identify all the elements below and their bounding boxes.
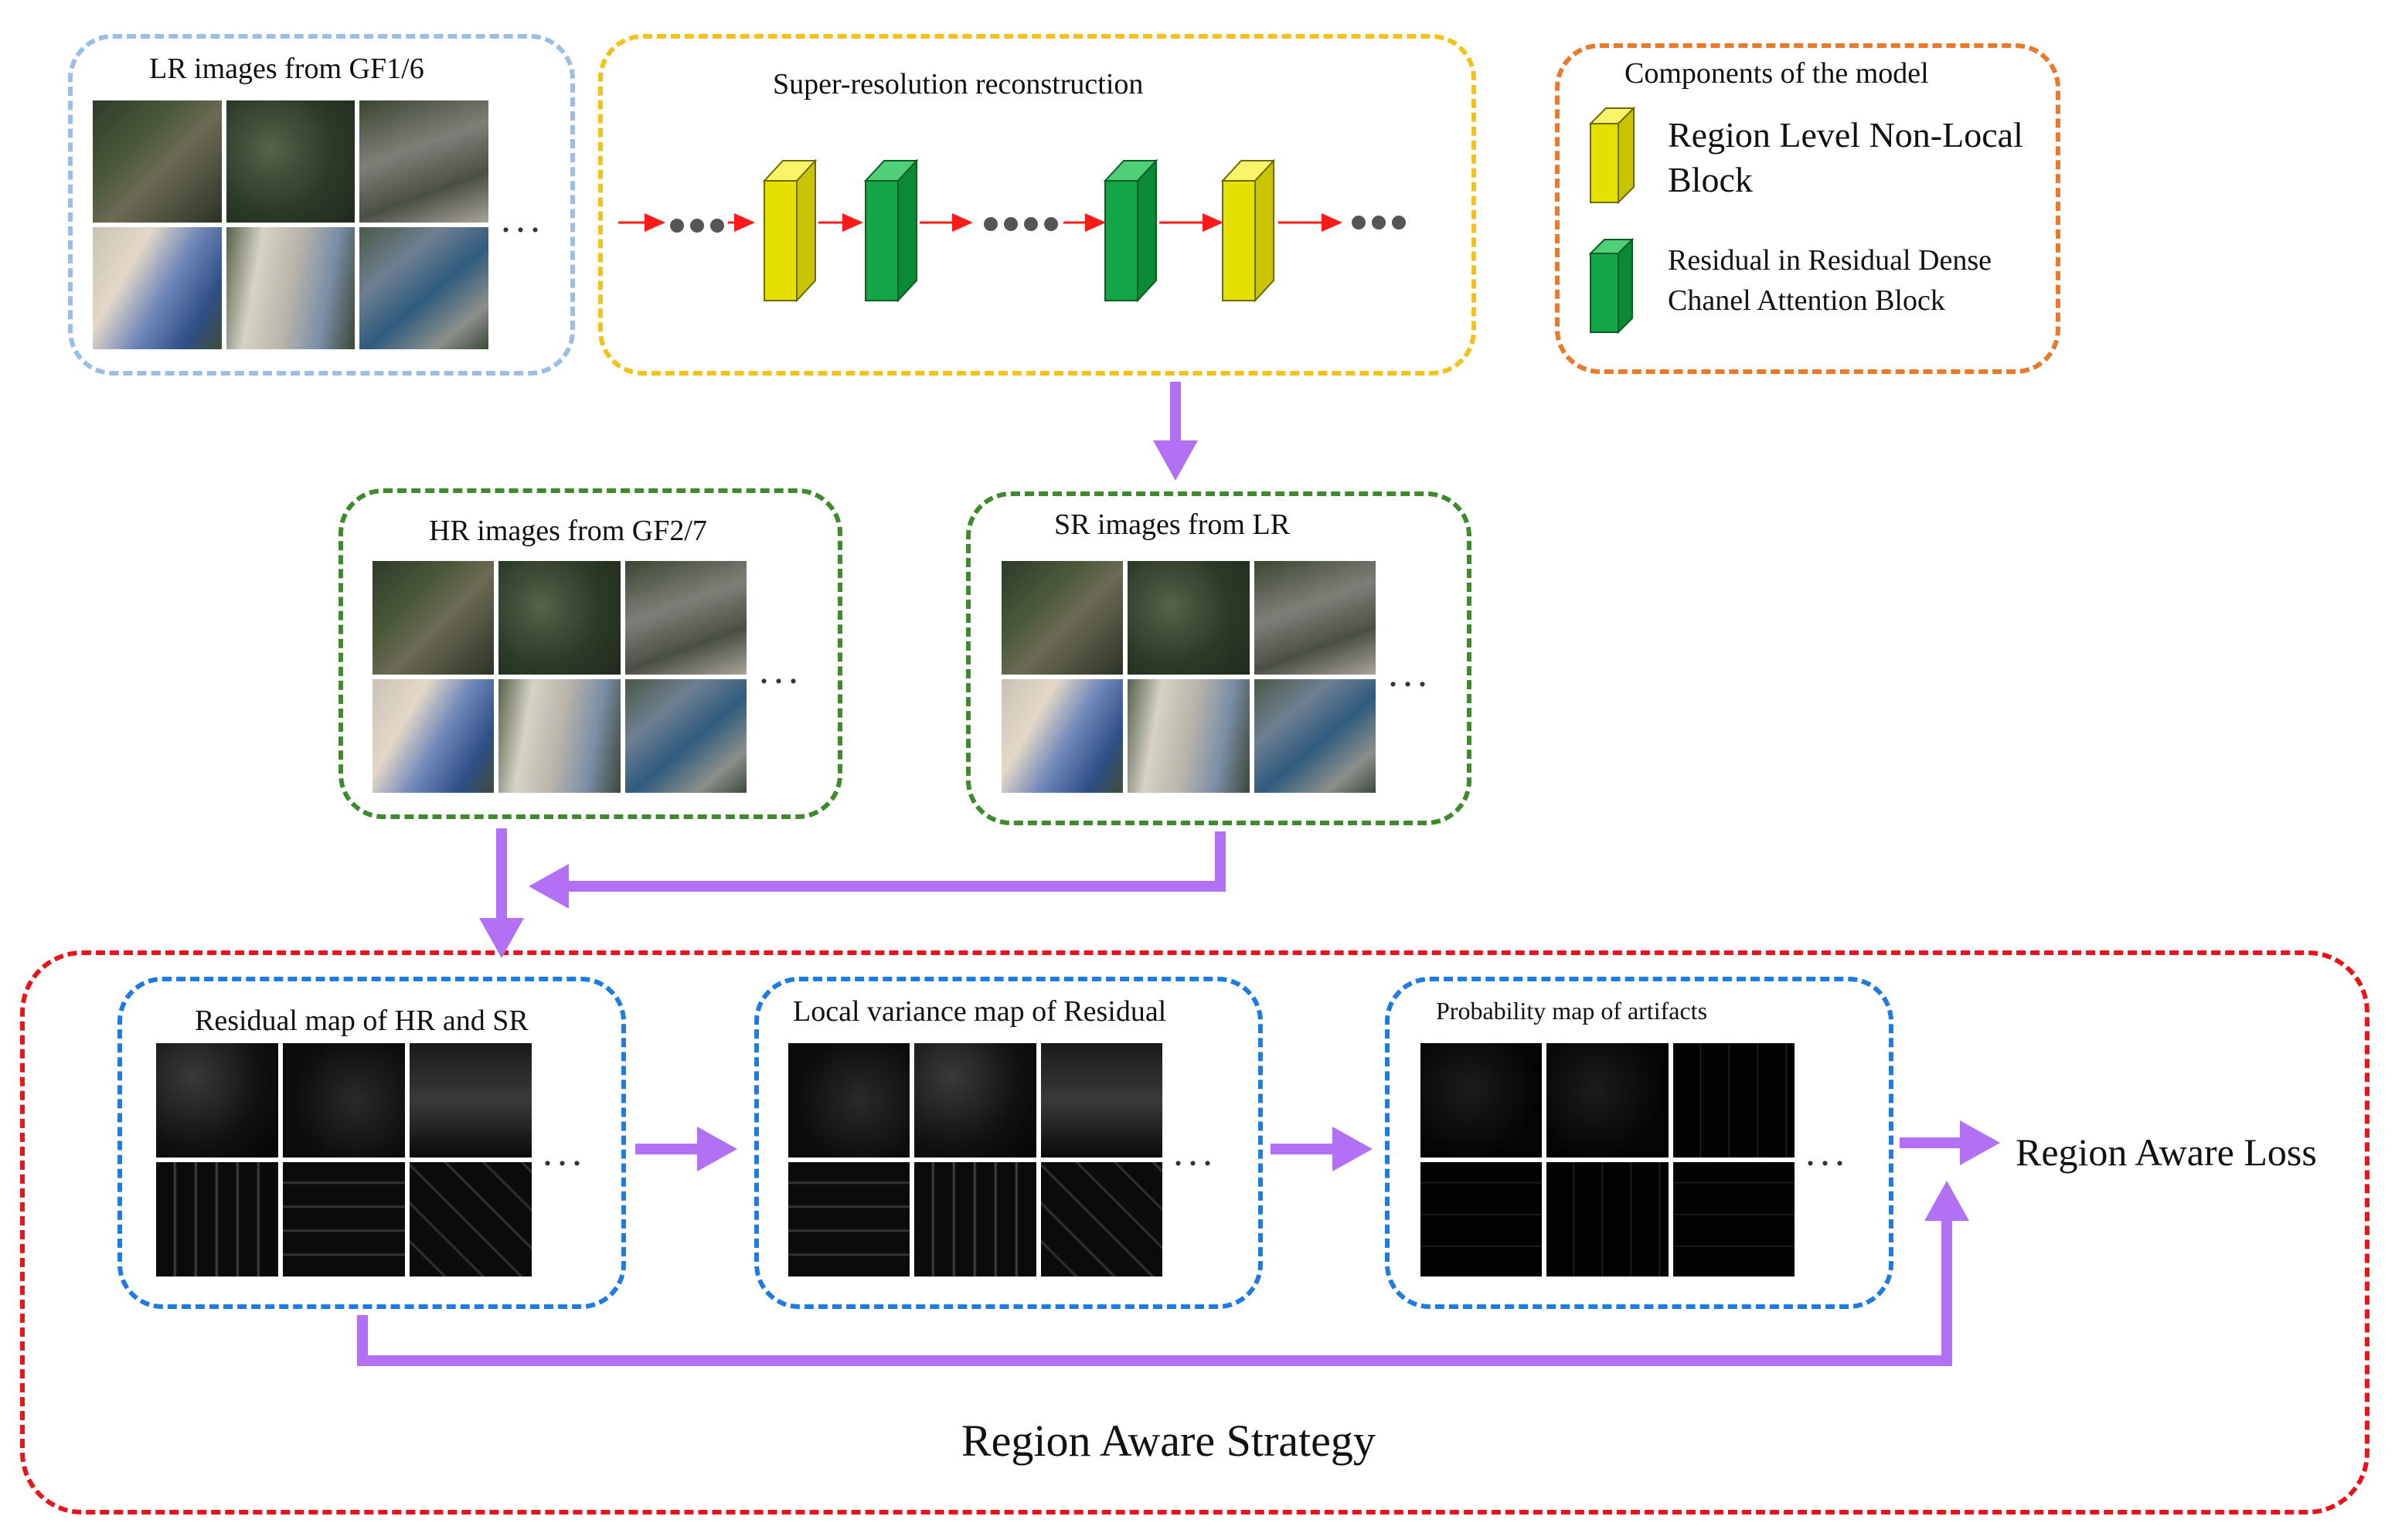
sr-image-tile	[1254, 561, 1376, 675]
residual-map-tile	[283, 1043, 405, 1158]
hr-images-box	[338, 488, 842, 819]
residual-map-tile	[410, 1162, 532, 1277]
local-variance-tile	[788, 1043, 910, 1158]
lr-image-grid	[93, 100, 488, 349]
arrow-hr-to-residual	[479, 828, 524, 958]
probability-map-tile	[1672, 1162, 1795, 1277]
probability-map-label: Probability map of artifacts	[1436, 997, 1708, 1025]
green-block-legend-line1: Residual in Residual Dense	[1668, 244, 1992, 277]
local-variance-tile	[1040, 1162, 1162, 1277]
hr-image-tile	[498, 561, 621, 675]
local-variance-grid	[788, 1043, 1162, 1277]
super-resolution-box	[598, 34, 1476, 376]
yellow-block-legend-icon	[1588, 106, 1636, 205]
residual-map-label: Residual map of HR and SR	[195, 1005, 529, 1037]
rrdcab-block-1	[863, 158, 919, 303]
local-variance-tile	[914, 1162, 1036, 1277]
rrdcab-block-2	[1103, 158, 1158, 303]
green-block-legend-icon	[1588, 237, 1635, 335]
components-legend-box	[1555, 43, 2060, 374]
probability-map-tile	[1672, 1043, 1795, 1158]
sr-images-box	[966, 491, 1471, 825]
residual-map-tile	[410, 1043, 532, 1158]
residual-map-box	[117, 977, 626, 1309]
hr-image-tile	[373, 679, 495, 793]
hr-image-tile	[498, 679, 621, 793]
probability-map-box	[1385, 977, 1893, 1309]
hr-images-label: HR images from GF2/7	[429, 515, 707, 547]
sr-images-label: SR images from LR	[1054, 508, 1291, 541]
local-variance-tile	[788, 1162, 910, 1277]
region-aware-loss-label: Region Aware Loss	[2016, 1130, 2317, 1174]
hr-image-tile	[624, 561, 747, 675]
residual-map-tile	[156, 1043, 278, 1158]
chain-dots	[1352, 216, 1406, 229]
residual-map-tile	[156, 1162, 278, 1277]
local-variance-tile	[914, 1043, 1036, 1158]
probability-ellipsis: ...	[1805, 1130, 1849, 1175]
residual-map-tile	[283, 1162, 405, 1277]
yellow-block-legend-line2: Block	[1668, 160, 1753, 199]
region-aware-strategy-box	[20, 950, 2369, 1515]
residual-ellipsis: ...	[543, 1130, 587, 1175]
components-legend-title: Components of the model	[1624, 57, 1929, 90]
lr-ellipsis: ...	[501, 197, 545, 241]
sr-ellipsis: ...	[1388, 651, 1432, 695]
probability-map-tile	[1546, 1162, 1669, 1277]
green-block-legend-line2: Chanel Attention Block	[1668, 284, 1945, 317]
lr-image-tile	[226, 100, 356, 223]
lr-image-tile	[93, 227, 222, 349]
rlnl-block-2	[1220, 158, 1276, 303]
hr-image-tile	[624, 679, 747, 793]
network-chain-diagram	[618, 158, 1406, 303]
local-variance-tile	[1040, 1043, 1162, 1158]
chain-dots	[984, 217, 1058, 231]
arrow-sr-to-merge	[529, 831, 1226, 909]
sr-image-tile	[1002, 561, 1124, 675]
lr-images-box	[68, 34, 575, 376]
variance-ellipsis: ...	[1173, 1130, 1217, 1175]
probability-map-tile	[1420, 1043, 1543, 1158]
region-aware-strategy-label: Region Aware Strategy	[961, 1416, 1376, 1466]
sr-image-tile	[1002, 679, 1124, 793]
super-resolution-label: Super-resolution reconstruction	[773, 68, 1144, 100]
residual-map-grid	[156, 1043, 532, 1277]
chain-dots	[670, 219, 724, 233]
sr-image-tile	[1128, 679, 1250, 793]
sr-image-grid	[1002, 561, 1376, 793]
arrow-recon-to-sr	[1153, 382, 1198, 481]
sr-image-tile	[1128, 561, 1250, 675]
hr-image-grid	[373, 561, 747, 793]
local-variance-box	[754, 977, 1263, 1309]
lr-image-tile	[359, 100, 488, 223]
rlnl-block-1	[762, 158, 818, 303]
hr-ellipsis: ...	[759, 648, 803, 692]
probability-map-grid	[1420, 1043, 1795, 1277]
local-variance-label: Local variance map of Residual	[793, 995, 1167, 1028]
sr-image-tile	[1254, 679, 1376, 793]
lr-image-tile	[93, 100, 222, 223]
yellow-block-legend-line1: Region Level Non-Local	[1668, 115, 2023, 155]
lr-image-tile	[359, 227, 488, 349]
lr-image-tile	[226, 227, 356, 349]
probability-map-tile	[1420, 1162, 1543, 1277]
lr-images-label: LR images from GF1/6	[149, 53, 424, 85]
hr-image-tile	[373, 561, 495, 675]
probability-map-tile	[1546, 1043, 1669, 1158]
